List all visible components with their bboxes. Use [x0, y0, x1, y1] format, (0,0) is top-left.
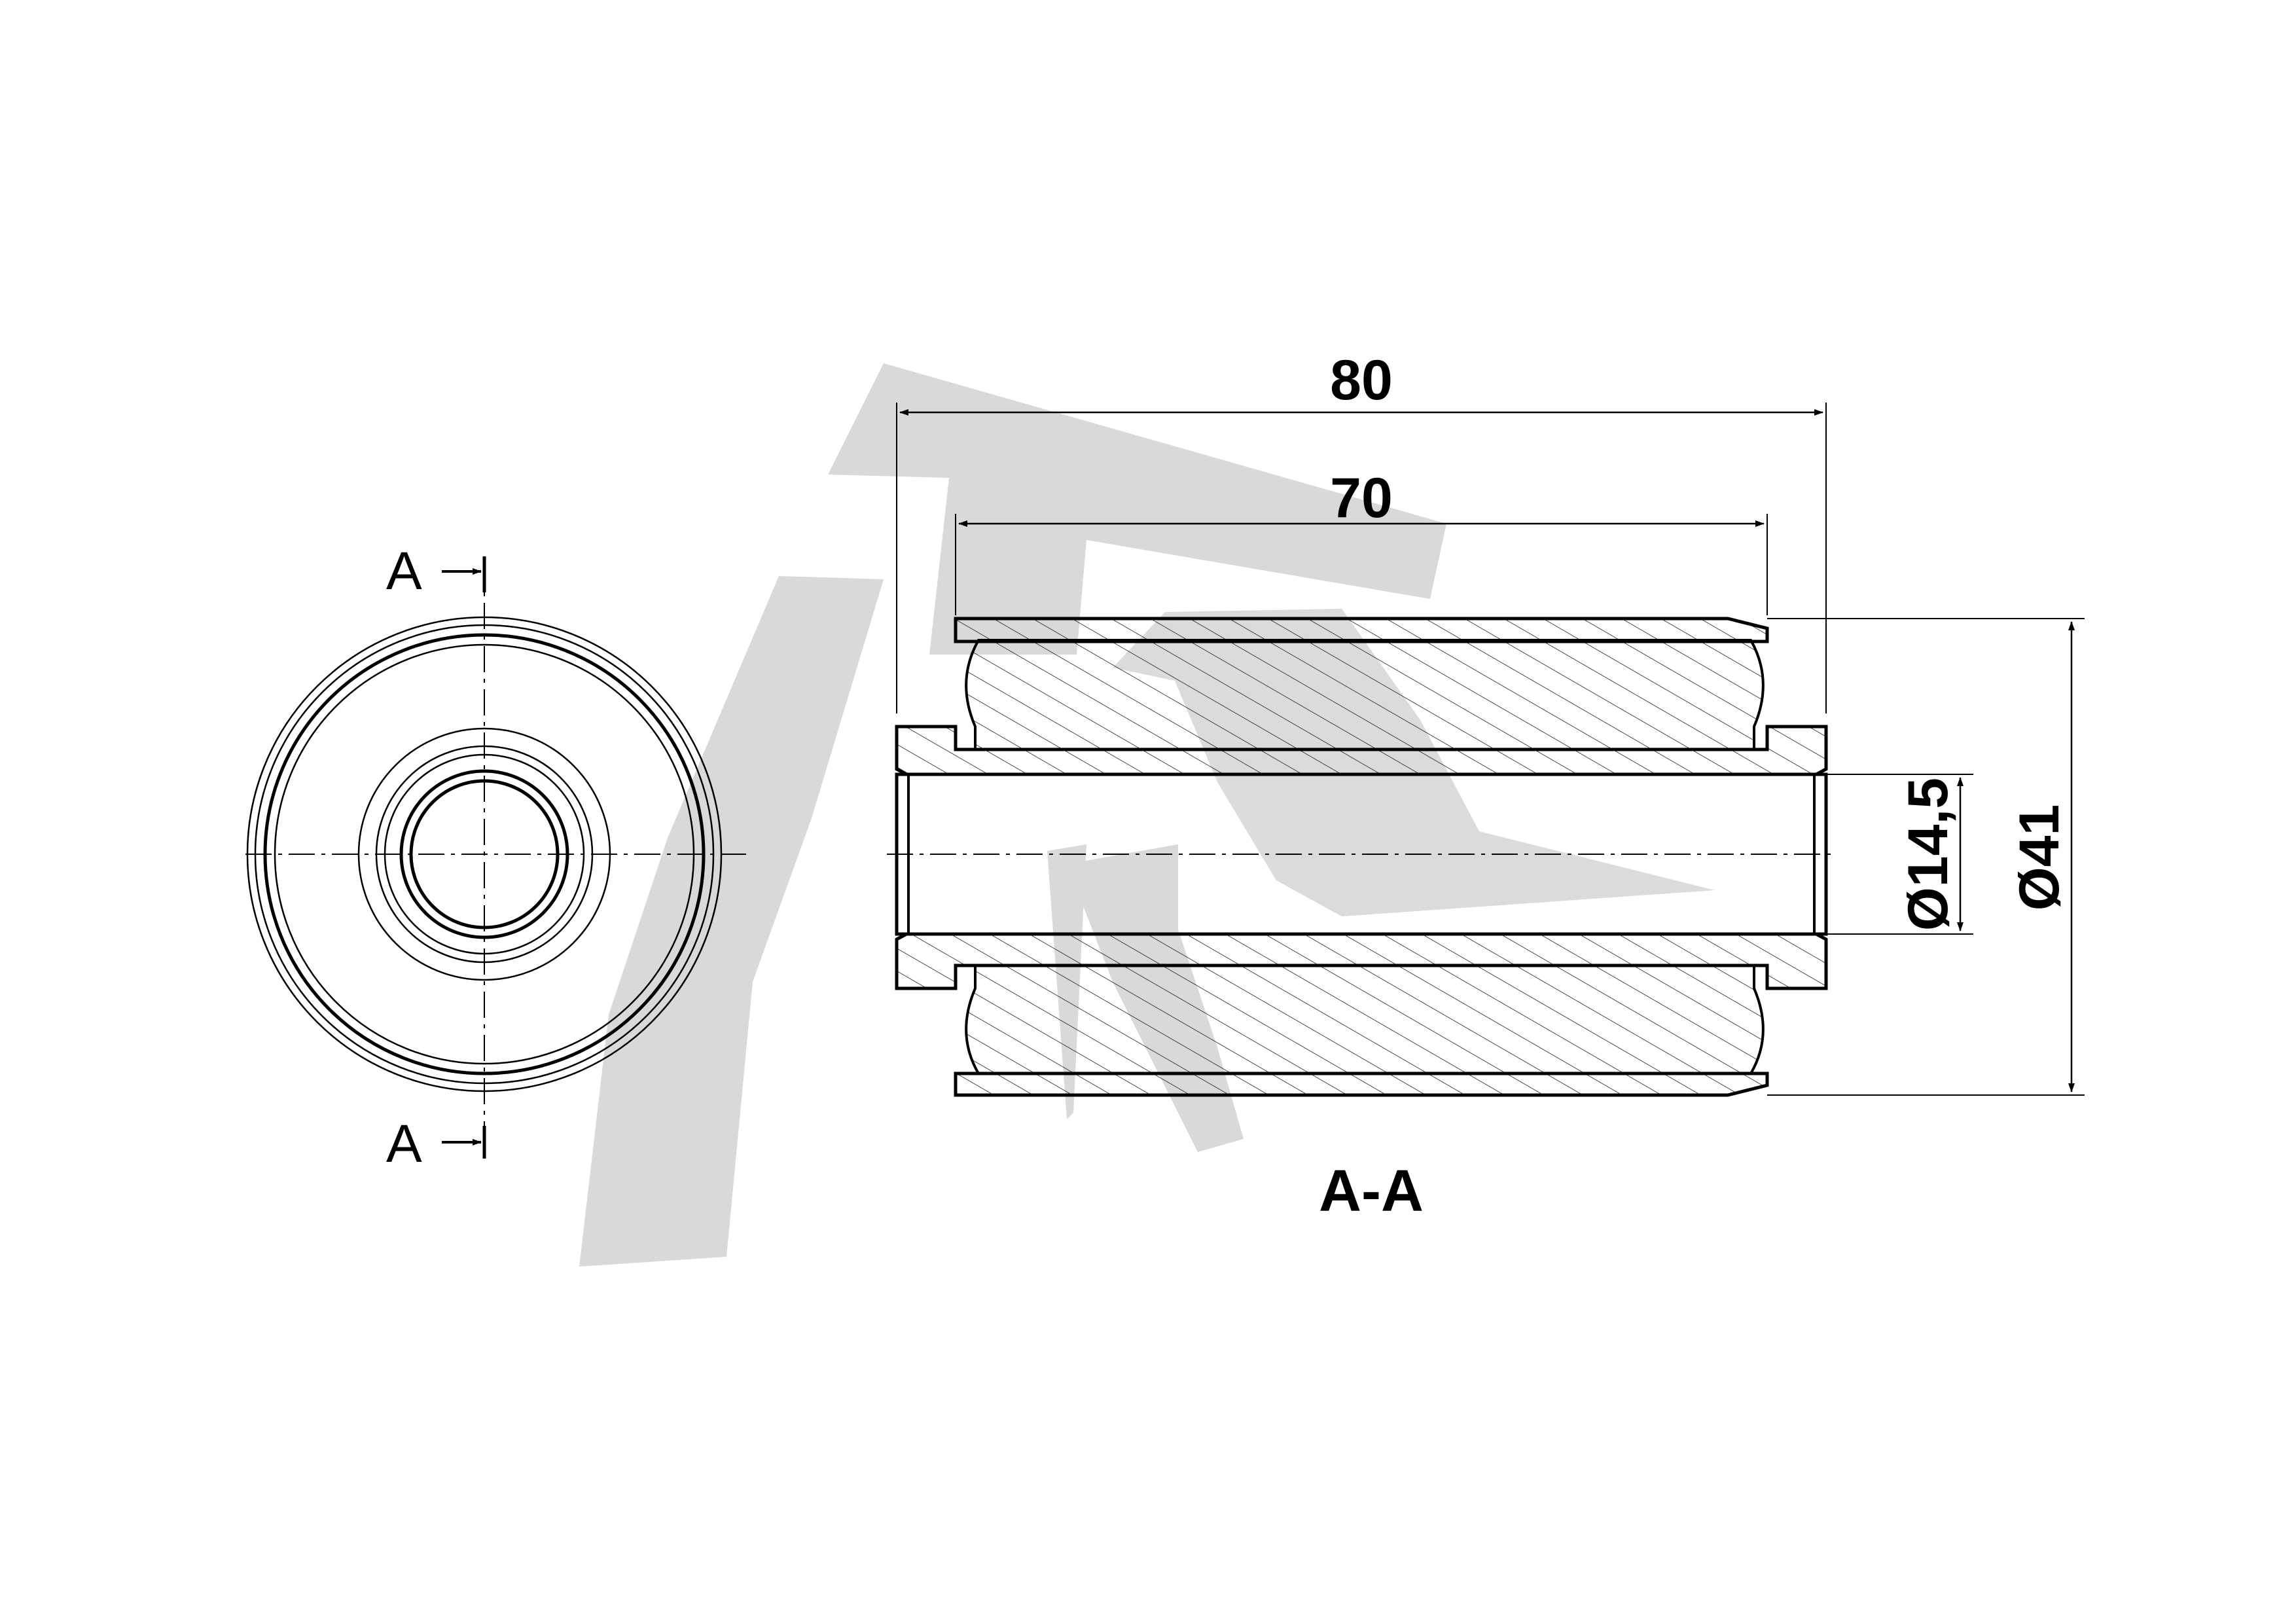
- rubber-inner-edge: [357, 727, 611, 981]
- end-view: A A: [245, 541, 746, 1174]
- inner-sleeve-outer: [384, 753, 585, 955]
- rubber-bottom-section: [965, 964, 1765, 1075]
- rubber-top-section: [965, 639, 1765, 751]
- bore-circle: [409, 779, 560, 929]
- outer-circle: [263, 633, 706, 1075]
- outer-sleeve-bottom: [954, 1072, 1769, 1097]
- section-marker-top: A: [386, 541, 422, 601]
- dimensions: 80 70 Ø14,5 Ø41: [896, 349, 2085, 1096]
- outer-sleeve-top: [954, 617, 1769, 643]
- watermark-logo: [579, 363, 1715, 1267]
- outer-sleeve-inner-edge: [254, 624, 715, 1085]
- inner-sleeve-flange: [375, 745, 594, 964]
- section-title: A-A: [1319, 1159, 1424, 1224]
- inner-sleeve-wall: [399, 769, 569, 939]
- dim-overall-length: 80: [1330, 349, 1393, 412]
- dim-inner-diameter: Ø14,5: [1897, 778, 1960, 931]
- outer-sleeve-edge: [246, 616, 723, 1092]
- inner-sleeve-top: [895, 725, 1828, 776]
- section-view: [887, 617, 1836, 1097]
- dim-rubber-length: 70: [1330, 467, 1393, 530]
- rubber-outer-edge: [274, 643, 695, 1065]
- dim-outer-diameter: Ø41: [2008, 804, 2071, 911]
- section-marker-bottom: A: [386, 1114, 422, 1174]
